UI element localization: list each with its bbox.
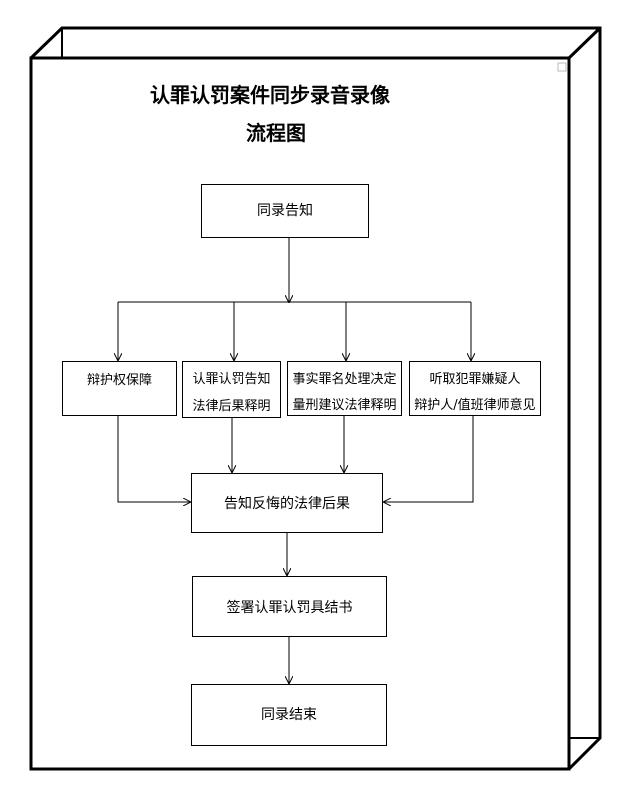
node-sign: 签署认罪认罚具结书 (192, 576, 387, 637)
diagram-title: 认罪认罚案件同步录音录像 (150, 83, 390, 107)
node-branch3-label-2: 量刑建议法律释明 (292, 398, 397, 413)
node-branch3: 事实罪名处理决定 量刑建议法律释明 (287, 361, 402, 416)
node-branch1-label: 辩护权保障 (86, 373, 152, 388)
node-branch2-label-1: 认罪认罚告知 (192, 372, 271, 387)
node-branch4-label-1: 听取犯罪嫌疑人 (429, 372, 521, 387)
edge-branch1-merge (117, 416, 190, 502)
node-branch2-label-2: 法律后果释明 (192, 399, 271, 414)
node-end: 同录结束 (191, 684, 387, 746)
frame-outline (29, 26, 602, 771)
edge-branch4-merge (384, 416, 474, 502)
node-merge-label: 告知反悔的法律后果 (224, 496, 350, 512)
node-merge: 告知反悔的法律后果 (191, 473, 383, 533)
diagram-subtitle: 流程图 (246, 121, 306, 145)
node-branch3-label-1: 事实罪名处理决定 (292, 372, 397, 387)
node-branch2: 认罪认罚告知 法律后果释明 (182, 361, 281, 418)
connectors (118, 238, 473, 683)
node-branch4-label-2: 辩护人/值班律师意见 (414, 398, 536, 413)
node-sign-label: 签署认罪认罚具结书 (226, 600, 353, 616)
node-end-label: 同录结束 (261, 707, 317, 723)
node-branch1: 辩护权保障 (62, 361, 177, 416)
node-start-label: 同录告知 (257, 203, 313, 219)
node-start: 同录告知 (201, 184, 369, 238)
node-branch4: 听取犯罪嫌疑人 辩护人/值班律师意见 (409, 361, 541, 416)
